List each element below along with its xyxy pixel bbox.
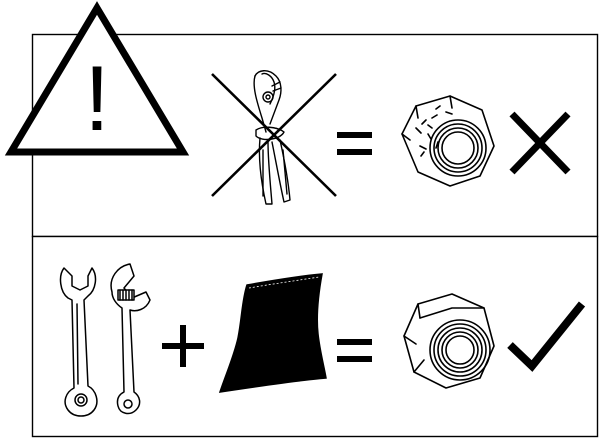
warning-exclamation: ! bbox=[84, 48, 110, 150]
